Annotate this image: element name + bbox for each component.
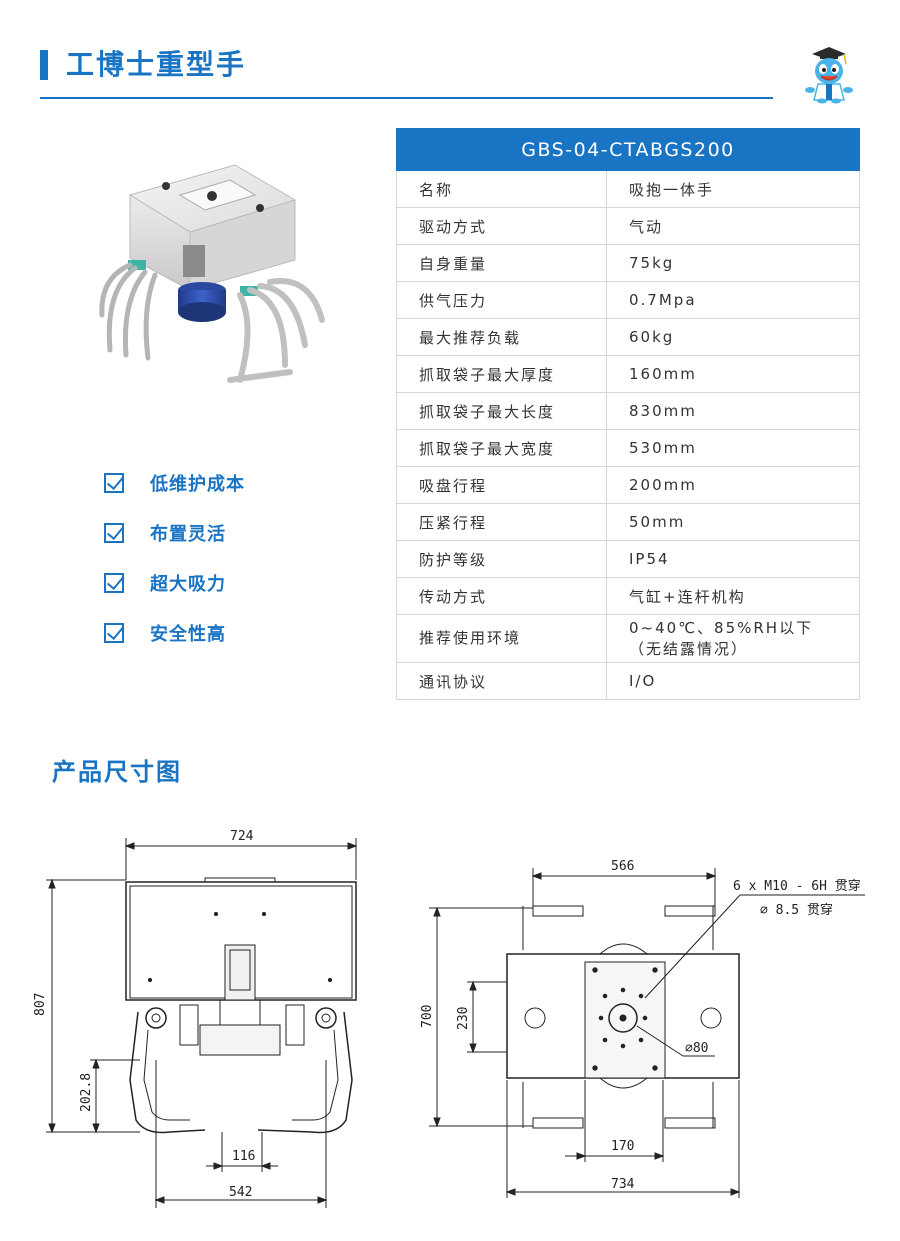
spec-value: 75kg	[606, 244, 860, 282]
spec-key: 自身重量	[396, 244, 607, 282]
dim-width-top: 566	[611, 859, 634, 874]
spec-table-header-row: GBS-04-CTABGS200	[396, 128, 860, 171]
spec-key: 供气压力	[396, 281, 607, 319]
checkbox-icon	[104, 523, 124, 543]
spec-value: 气动	[606, 207, 860, 245]
table-row: 推荐使用环境 0~40℃、85%RH以下 （无结露情况）	[396, 614, 860, 663]
dim-inner-width: 170	[611, 1139, 634, 1154]
feature-label: 低维护成本	[150, 474, 245, 495]
table-row: 驱动方式气动	[396, 207, 860, 245]
spec-key: 传动方式	[396, 577, 607, 615]
spec-key: 抓取袋子最大厚度	[396, 355, 607, 393]
top-view-drawing: 566 6 x M10 - 6H 贯穿 ∅ 8.5 贯穿 700 230 ∅80…	[420, 859, 865, 1198]
spec-value-line-1: 0~40℃、85%RH以下	[629, 618, 814, 637]
checkbox-icon	[104, 473, 124, 493]
checkbox-icon	[104, 623, 124, 643]
spec-value: IP54	[606, 540, 860, 578]
dim-inner-height: 230	[456, 1007, 471, 1030]
spec-key: 吸盘行程	[396, 466, 607, 504]
spec-value: 50mm	[606, 503, 860, 541]
dim-jaw-height: 202.8	[79, 1073, 94, 1112]
feature-label: 安全性高	[150, 624, 226, 645]
spec-key: 名称	[396, 170, 607, 208]
hole-spec-1: 6 x M10 - 6H 贯穿	[733, 878, 861, 894]
dim-width-bottom: 734	[611, 1177, 635, 1192]
feature-label: 超大吸力	[150, 574, 226, 595]
spec-value: 60kg	[606, 318, 860, 356]
spec-key: 通讯协议	[396, 662, 607, 700]
model-number: GBS-04-CTABGS200	[396, 128, 860, 171]
spec-key: 推荐使用环境	[396, 614, 607, 663]
hole-spec-2: ∅ 8.5 贯穿	[760, 902, 833, 918]
spec-value: 0~40℃、85%RH以下 （无结露情况）	[606, 614, 860, 663]
feature-list: 低维护成本 布置灵活 超大吸力 安全性高	[104, 458, 245, 658]
spec-key: 防护等级	[396, 540, 607, 578]
checkbox-icon	[104, 573, 124, 593]
dim-gap: 116	[232, 1149, 255, 1164]
feature-item: 安全性高	[104, 608, 245, 658]
dim-diameter: ∅80	[685, 1041, 708, 1056]
spec-value: 0.7Mpa	[606, 281, 860, 319]
page-title: 工博士重型手	[66, 48, 247, 81]
dim-width-top: 724	[230, 829, 254, 844]
table-row: 传动方式气缸+连杆机构	[396, 577, 860, 615]
dim-width-bottom: 542	[229, 1185, 252, 1200]
feature-item: 超大吸力	[104, 558, 245, 608]
spec-key: 驱动方式	[396, 207, 607, 245]
product-render-image	[99, 164, 325, 383]
dim-height: 807	[33, 993, 48, 1016]
spec-value: 200mm	[606, 466, 860, 504]
spec-value-line-2: （无结露情况）	[629, 639, 749, 658]
title-divider	[40, 97, 773, 99]
spec-key: 抓取袋子最大长度	[396, 392, 607, 430]
spec-key: 压紧行程	[396, 503, 607, 541]
section-title-dimensions: 产品尺寸图	[52, 758, 182, 786]
spec-value: 吸抱一体手	[606, 170, 860, 208]
spec-value: 530mm	[606, 429, 860, 467]
title-accent-bar	[40, 50, 48, 80]
feature-label: 布置灵活	[150, 524, 226, 545]
mascot-logo-icon	[805, 47, 853, 104]
table-row: 名称吸抱一体手	[396, 170, 860, 208]
front-view-drawing: 724 807 202.8 116 542	[33, 829, 358, 1208]
spec-value: I/O	[606, 662, 860, 700]
spec-value: 830mm	[606, 392, 860, 430]
spec-key: 抓取袋子最大宽度	[396, 429, 607, 467]
feature-item: 低维护成本	[104, 458, 245, 508]
spec-value: 160mm	[606, 355, 860, 393]
spec-key: 最大推荐负载	[396, 318, 607, 356]
spec-value: 气缸+连杆机构	[606, 577, 860, 615]
dim-height: 700	[420, 1005, 435, 1028]
feature-item: 布置灵活	[104, 508, 245, 558]
